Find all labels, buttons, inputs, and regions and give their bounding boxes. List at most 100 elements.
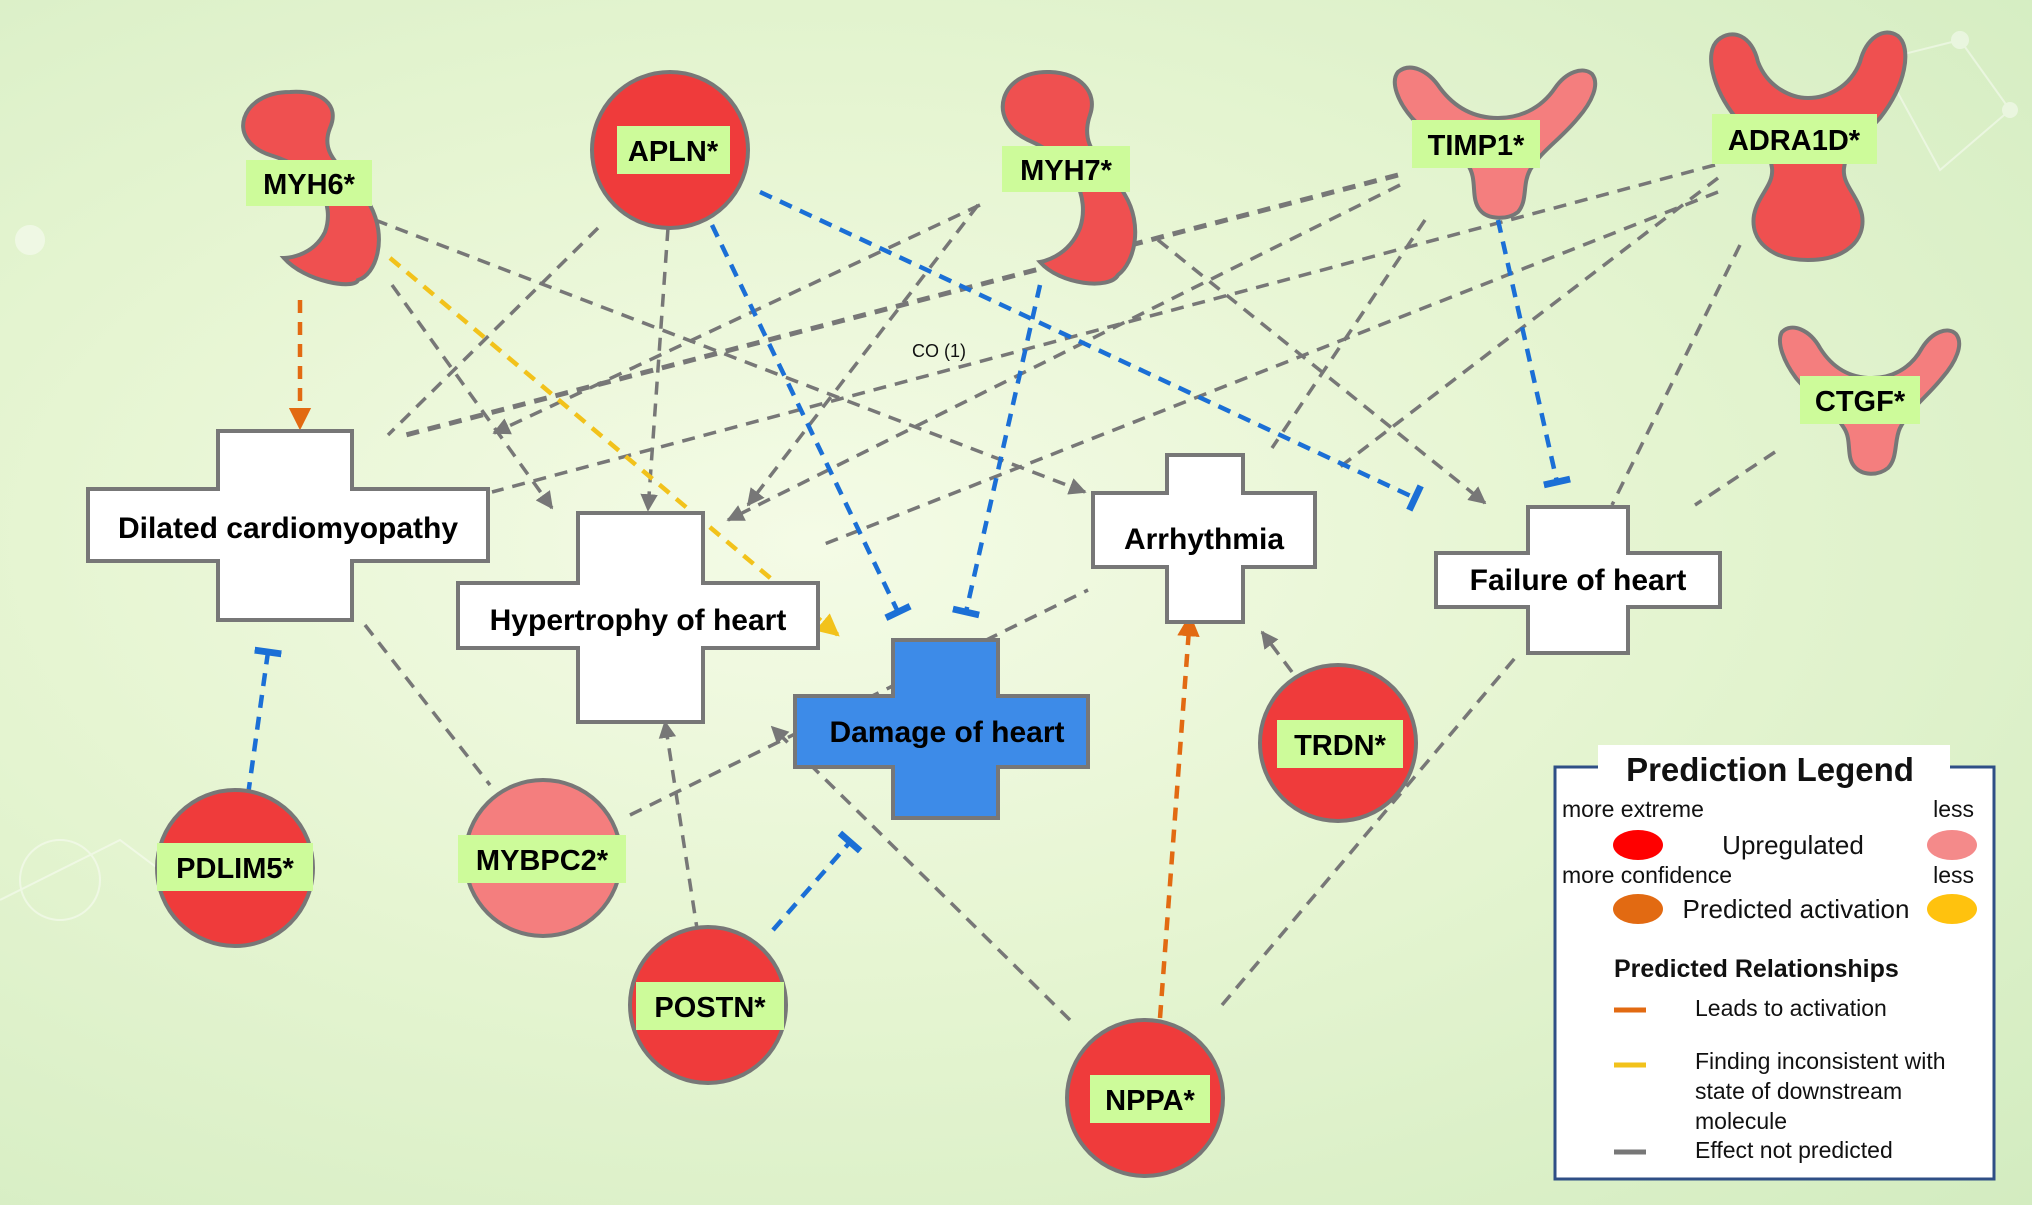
pdlim5-label-bg — [157, 843, 313, 891]
legend-less-1: less — [1933, 796, 1974, 822]
node-nppa[interactable]: NPPA* — [1065, 1018, 1225, 1178]
edge-myh6-arrhythmia — [374, 218, 1087, 495]
edge-adra1d-dilated — [491, 163, 1716, 494]
edge-nppa-failure — [1220, 656, 1517, 1007]
legend-less-2: less — [1933, 862, 1974, 888]
dilated-label: Dilated cardiomyopathy — [118, 512, 458, 545]
edge-timp1-dilated — [397, 172, 1399, 440]
disease-dilated-cardiomyopathy[interactable]: Dilated cardiomyopathy — [86, 429, 490, 622]
node-apln[interactable]: APLN* — [590, 70, 750, 230]
nppa-label: NPPA* — [1105, 1085, 1195, 1117]
edge-myh6-damage — [388, 256, 840, 637]
edge-myh7-dilated — [492, 203, 981, 435]
edge-myh6-hypertrophy — [390, 283, 554, 510]
edge-timp1-arrhythmia — [1270, 219, 1427, 449]
myh7-shape — [1000, 69, 1138, 286]
myh7-label: MYH7* — [1020, 155, 1113, 187]
nppa-label-bg — [1090, 1075, 1210, 1123]
legend-upregulated: Upregulated — [1722, 830, 1864, 860]
disease-damage-of-heart[interactable]: Damage of heart — [793, 638, 1090, 820]
timp1-label-bg — [1412, 120, 1540, 168]
adra1d-label: ADRA1D* — [1728, 125, 1861, 157]
postn-label-bg — [636, 982, 784, 1030]
legend-inconsistent-line-2: state of downstream — [1695, 1078, 1902, 1104]
trdn-label-bg — [1277, 720, 1403, 768]
adra1d-label-bg — [1712, 114, 1877, 164]
timp1-label: TIMP1* — [1428, 130, 1525, 162]
myh7-label-bg — [1002, 146, 1130, 192]
mybpc2-label: MYBPC2* — [476, 845, 609, 877]
node-myh6[interactable]: MYH6* — [241, 89, 381, 287]
prediction-legend: Prediction Legend more extreme less Upre… — [1553, 745, 1996, 1181]
edge-postn-damage — [771, 830, 863, 932]
edge-ctgf-failure — [1694, 450, 1776, 507]
edge-apln-failure — [759, 189, 1424, 512]
damage-label: Damage of heart — [829, 716, 1064, 749]
edge-apln-dilated — [386, 226, 600, 437]
arrhythmia-cross-shape — [1091, 453, 1317, 624]
myh6-shape — [241, 89, 381, 287]
legend-inconsistent-line-3: molecule — [1695, 1108, 1787, 1134]
hypertrophy-cross-shape — [456, 511, 820, 724]
disease-failure-of-heart[interactable]: Failure of heart — [1434, 505, 1722, 655]
node-mybpc2[interactable]: MYBPC2* — [458, 778, 626, 938]
legend-more-extreme: more extreme — [1562, 796, 1704, 822]
pdlim5-label: PDLIM5* — [176, 853, 294, 885]
legend-predicted-activation: Predicted activation — [1683, 894, 1910, 924]
legend-box — [1553, 765, 1996, 1181]
edge-nppa-arrhythmia — [1157, 613, 1200, 1019]
apln-label-bg — [617, 126, 730, 174]
node-ctgf[interactable]: CTGF* — [1777, 325, 1962, 476]
edge-postn-hypertrophy — [658, 720, 700, 936]
edge-timp1-hypertrophy — [726, 183, 1401, 522]
myh6-label: MYH6* — [263, 169, 356, 201]
edge-myh7-damage — [952, 284, 1043, 619]
apln-label: APLN* — [628, 136, 719, 168]
legend-more-confidence: more confidence — [1562, 862, 1732, 888]
ctgf-label-bg — [1800, 376, 1920, 424]
damage-cross-shape — [793, 638, 1090, 820]
edge-dilated-mybpc2 — [363, 623, 492, 787]
legend-activation-weak-swatch — [1927, 894, 1977, 924]
legend-activation-strong-swatch — [1613, 894, 1663, 924]
myh6-label-bg — [246, 160, 372, 206]
edge-nppa-damage — [770, 725, 1072, 1022]
mybpc2-label-bg — [458, 835, 626, 883]
failure-cross-shape — [1434, 505, 1722, 655]
node-adra1d[interactable]: ADRA1D* — [1709, 30, 1908, 263]
edges-layer — [245, 163, 1776, 1022]
disease-hypertrophy-of-heart[interactable]: Hypertrophy of heart — [456, 511, 820, 724]
legend-inconsistent-line-1: Finding inconsistent with — [1695, 1048, 1946, 1074]
edge-apln-hypertrophy — [640, 227, 670, 512]
legend-title: Prediction Legend — [1626, 751, 1914, 788]
trdn-label: TRDN* — [1294, 730, 1387, 762]
legend-title-bg — [1598, 745, 1950, 791]
postn-label: POSTN* — [654, 992, 766, 1024]
edge-label-co: CO (1) — [912, 341, 966, 361]
edge-mybpc2-damage — [629, 588, 1089, 817]
edge-pdlim5-dilated — [245, 646, 282, 796]
edge-adra1d-damage — [821, 190, 1719, 547]
legend-upregulated-strong-swatch — [1613, 830, 1663, 860]
node-timp1[interactable]: TIMP1* — [1392, 65, 1598, 220]
legend-upregulated-weak-swatch — [1927, 830, 1977, 860]
edge-adra1d-failure — [1610, 244, 1742, 506]
edge-myh7-hypertrophy — [746, 203, 980, 507]
legend-relationships-title: Predicted Relationships — [1614, 955, 1899, 983]
arrhythmia-label: Arrhythmia — [1124, 523, 1284, 556]
edge-trdn-arrhythmia — [1260, 630, 1294, 674]
edge-timp1-failure — [1495, 219, 1571, 489]
hypertrophy-label: Hypertrophy of heart — [490, 604, 787, 637]
legend-leads-to-activation: Leads to activation — [1695, 995, 1887, 1021]
ctgf-label: CTGF* — [1815, 386, 1906, 418]
legend-effect-not-predicted: Effect not predicted — [1695, 1137, 1893, 1163]
node-postn[interactable]: POSTN* — [628, 925, 788, 1085]
dilated-cross-shape — [86, 429, 490, 622]
node-pdlim5[interactable]: PDLIM5* — [155, 788, 315, 948]
edge-apln-damage — [709, 224, 912, 621]
node-trdn[interactable]: TRDN* — [1258, 663, 1418, 823]
failure-label: Failure of heart — [1470, 564, 1687, 597]
node-myh7[interactable]: MYH7* — [1000, 69, 1138, 286]
disease-arrhythmia[interactable]: Arrhythmia — [1091, 453, 1317, 624]
